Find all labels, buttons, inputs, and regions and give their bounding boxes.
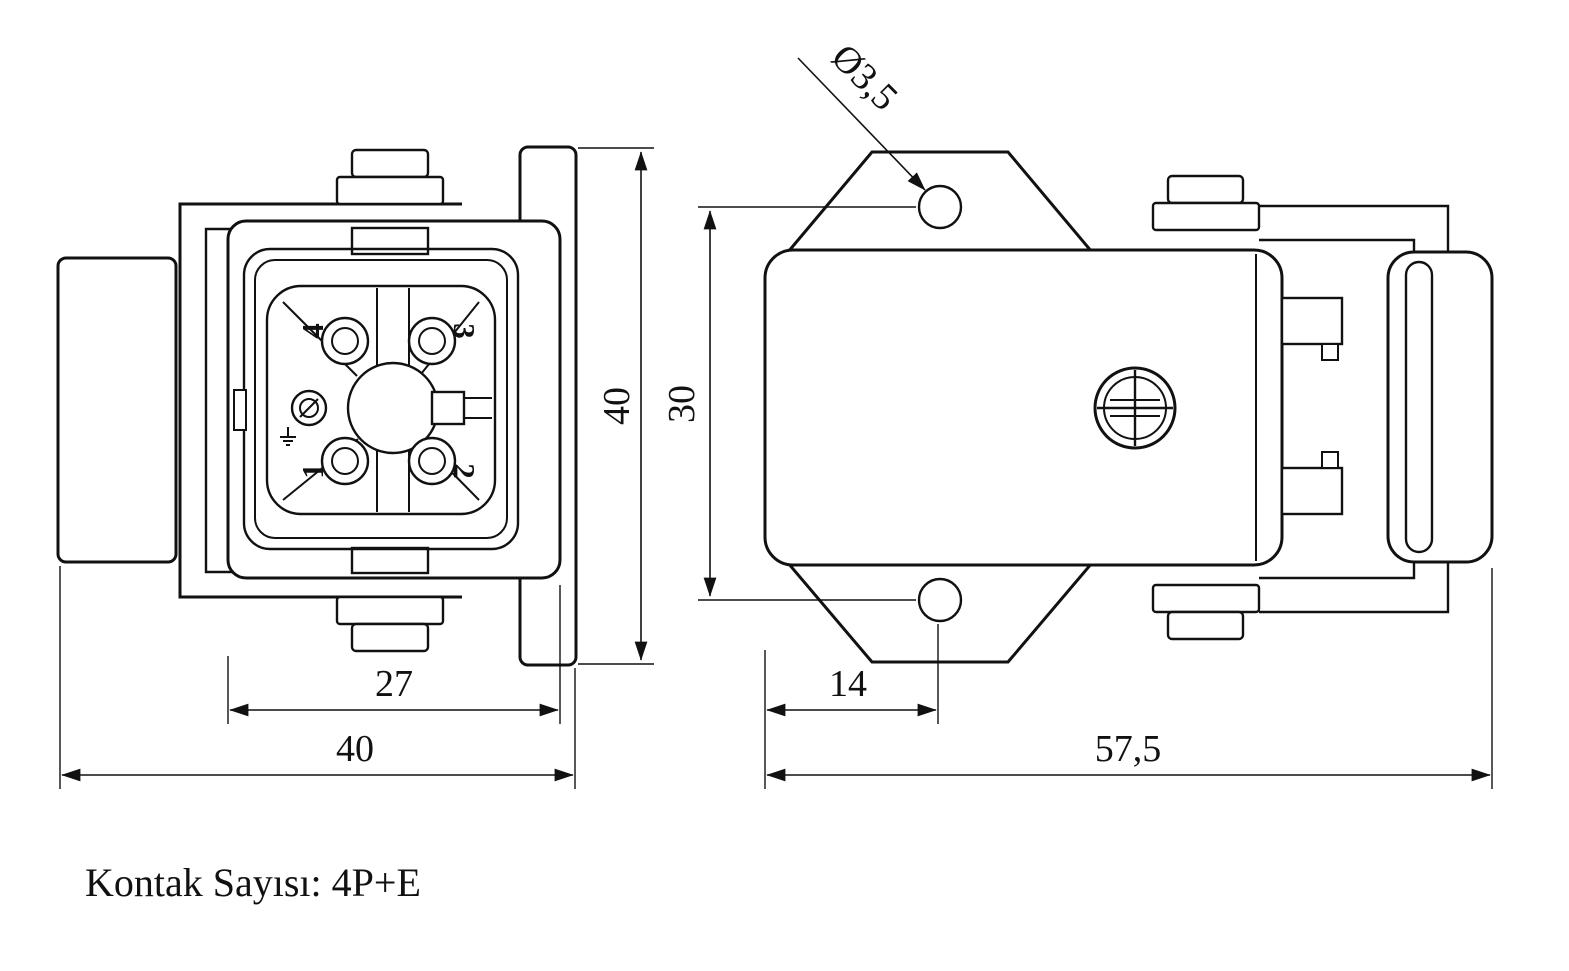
ground-contact (290, 389, 328, 427)
housing-body-outline (763, 248, 1284, 567)
contact-3-inner (418, 327, 446, 355)
contact-4-outer (320, 316, 370, 366)
upper-tab-detent (1321, 343, 1339, 361)
dim-insert-width: 27 (227, 585, 561, 724)
contact-label-4: 4 (295, 323, 330, 339)
dim-overall-length: 57,5 (766, 568, 1493, 789)
side-view (763, 150, 1494, 664)
dim-label-hole-spacing: 30 (661, 385, 703, 423)
contact-4-inner (331, 327, 359, 355)
contact-2 (407, 436, 457, 486)
dim-label-edge-to-hole: 14 (829, 663, 867, 705)
bottom-latch-cap (350, 622, 430, 653)
top-latch-base (1151, 201, 1261, 232)
top-latch-cap (350, 148, 430, 179)
contact-3-outer (407, 316, 457, 366)
contact-label-2: 2 (447, 463, 482, 479)
bottom-latch-base (1151, 583, 1261, 614)
cable-entry-outline (56, 256, 178, 564)
mounting-hole-top (917, 184, 963, 230)
contact-2-outer (407, 436, 457, 486)
center-key-tab (430, 390, 466, 426)
front-view: 4 3 1 2 (56, 145, 578, 667)
bottom-latch-cap (1166, 610, 1245, 641)
top-latch-cap (1166, 174, 1245, 205)
contact-1-inner (331, 447, 359, 475)
contact-1 (320, 436, 370, 486)
upper-guide-tab (1280, 296, 1344, 346)
mounting-hole-bottom (917, 577, 963, 623)
dim-front-height: 40 (578, 147, 654, 665)
contact-3 (407, 316, 457, 366)
contact-4 (320, 316, 370, 366)
dim-front-width: 40 (59, 566, 576, 789)
cable-gland-slot (1404, 260, 1434, 554)
dim-label-front-height: 40 (596, 387, 638, 425)
contact-count-caption: Kontak Sayısı: 4P+E (85, 860, 421, 905)
cover-screw (1093, 366, 1177, 450)
ground-contact-inner (299, 398, 319, 418)
dim-label-insert-width: 27 (375, 663, 413, 705)
insert-side-key (233, 389, 247, 431)
dim-label-hole-diameter: Ø3,5 (823, 36, 906, 119)
cable-gland-outline (1386, 250, 1494, 564)
dim-hole-spacing: 30 (661, 206, 916, 601)
contact-2-inner (418, 447, 446, 475)
contact-label-1: 1 (295, 463, 330, 479)
lower-guide-tab (1280, 466, 1344, 516)
insert-inner-outline (254, 259, 508, 539)
dim-edge-to-hole: 14 (764, 624, 939, 789)
ground-screw-slot (299, 398, 319, 418)
lower-tab-detent (1321, 451, 1339, 469)
earth-symbol-icon (280, 427, 296, 446)
dim-label-overall-length: 57,5 (1095, 728, 1162, 770)
bottom-latch-pin (350, 546, 430, 575)
top-latch-base (335, 175, 445, 206)
bottom-latch-base (335, 595, 445, 626)
dimensions: 40 27 40 Ø3,5 30 (59, 36, 1493, 789)
contact-1-outer (320, 436, 370, 486)
contact-label-3: 3 (447, 323, 482, 339)
dim-label-front-width: 40 (336, 728, 374, 770)
